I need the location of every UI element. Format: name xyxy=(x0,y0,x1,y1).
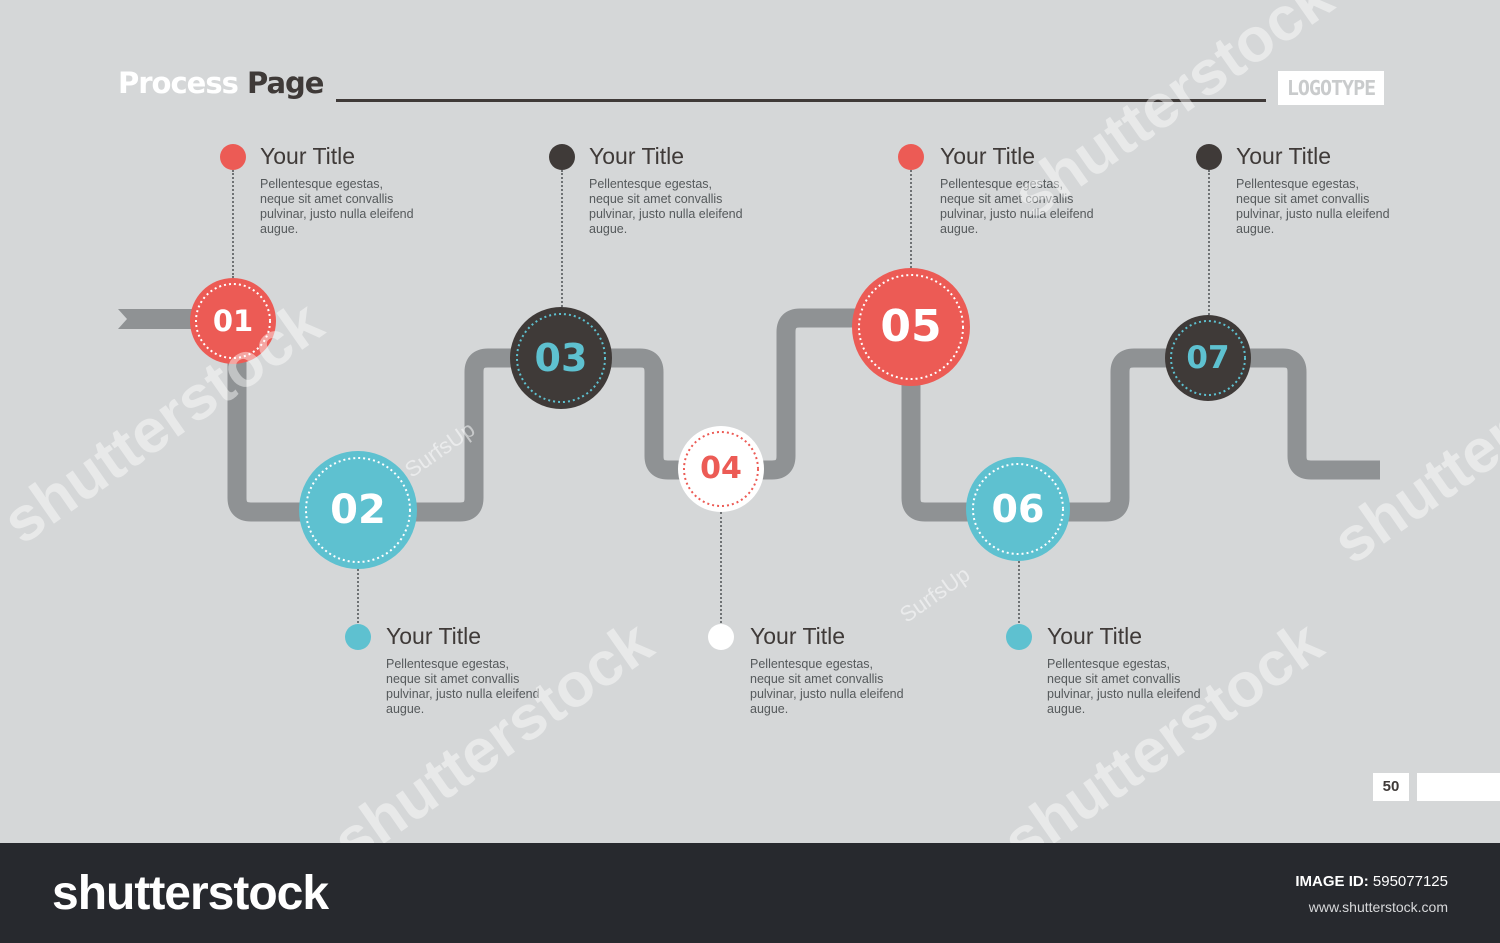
connector-01 xyxy=(232,170,234,278)
step-text-07: Pellentesque egestas, neque sit amet con… xyxy=(1236,177,1390,236)
process-path xyxy=(190,308,1380,522)
image-id-value: 595077125 xyxy=(1372,873,1448,890)
connector-04 xyxy=(720,512,722,635)
step-circle-07 xyxy=(1165,315,1251,401)
process-path-diagram xyxy=(118,268,1380,569)
connector-05 xyxy=(910,170,912,268)
step-number-02: 02 xyxy=(330,487,386,533)
step-circle-01 xyxy=(190,278,276,364)
connector-07 xyxy=(1208,170,1210,315)
marker-dot-02 xyxy=(345,624,371,650)
marker-dot-05 xyxy=(898,144,924,170)
path-start-flag xyxy=(118,309,196,329)
step-text-04: Pellentesque egestas, neque sit amet con… xyxy=(750,657,904,716)
step-title-04: Your Title xyxy=(750,623,846,649)
connector-02 xyxy=(357,569,359,635)
page-number-box xyxy=(1373,773,1409,801)
page-number: 50 xyxy=(1382,778,1400,795)
marker-dot-07 xyxy=(1196,144,1222,170)
page-title: Process Page xyxy=(118,66,324,100)
footer-url: www.shutterstock.com xyxy=(1308,899,1448,915)
footer-image-id: IMAGE ID: 595077125 xyxy=(1295,873,1448,890)
step-circle-05 xyxy=(852,268,970,386)
step-circle-04 xyxy=(678,426,764,512)
step-title-02: Your Title xyxy=(386,623,482,649)
image-id-label: IMAGE ID: xyxy=(1295,873,1369,890)
step-number-07: 07 xyxy=(1186,340,1230,376)
connector-06 xyxy=(1018,561,1020,635)
step-number-01: 01 xyxy=(212,304,254,338)
marker-dot-01 xyxy=(220,144,246,170)
step-text-03: Pellentesque egestas, neque sit amet con… xyxy=(589,177,743,236)
step-title-07: Your Title xyxy=(1236,143,1332,169)
step-circle-02 xyxy=(299,451,417,569)
header-divider xyxy=(336,99,1266,102)
page-number-bar xyxy=(1417,773,1500,801)
step-text-05: Pellentesque egestas, neque sit amet con… xyxy=(940,177,1094,236)
logotype: LOGOTYPE xyxy=(1286,76,1376,100)
step-title-06: Your Title xyxy=(1047,623,1143,649)
step-text-01: Pellentesque egestas, neque sit amet con… xyxy=(260,177,414,236)
step-number-05: 05 xyxy=(880,301,942,352)
step-title-01: Your Title xyxy=(260,143,356,169)
page-title-part2: Page xyxy=(246,66,324,100)
footer-bar xyxy=(0,843,1500,943)
marker-dot-04 xyxy=(708,624,734,650)
connector-03 xyxy=(561,170,563,307)
step-number-03: 03 xyxy=(534,336,588,380)
step-number-06: 06 xyxy=(991,487,1045,531)
process-slide: Process Page LOGOTYPE 01 02 03 04 05 06 … xyxy=(0,0,1500,843)
step-title-05: Your Title xyxy=(940,143,1036,169)
marker-dot-03 xyxy=(549,144,575,170)
footer-logo: shutterstock xyxy=(52,867,329,920)
step-title-03: Your Title xyxy=(589,143,685,169)
step-text-02: Pellentesque egestas, neque sit amet con… xyxy=(386,657,540,716)
page-title-part1: Process xyxy=(118,66,239,100)
logo-box xyxy=(1278,71,1384,105)
step-circle-03 xyxy=(510,307,612,409)
step-text-06: Pellentesque egestas, neque sit amet con… xyxy=(1047,657,1201,716)
step-circle-06 xyxy=(966,457,1070,561)
marker-dot-06 xyxy=(1006,624,1032,650)
step-number-04: 04 xyxy=(700,451,742,486)
